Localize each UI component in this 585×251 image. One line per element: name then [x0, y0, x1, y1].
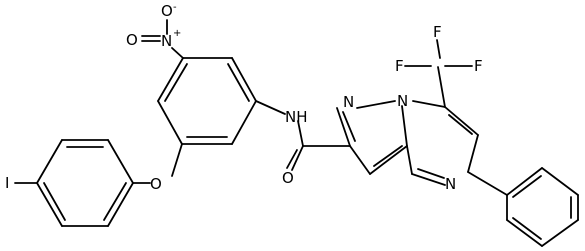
double-bond-inner: [512, 217, 542, 240]
atom-f3: F: [474, 57, 483, 75]
bond: [231, 57, 257, 102]
nitrophenyl-ring: [157, 57, 257, 145]
bond: [336, 107, 351, 147]
bond: [36, 182, 63, 227]
double-bond-inner: [164, 63, 188, 102]
bond-c-nh: [255, 100, 286, 115]
charge-minus: -: [173, 2, 177, 13]
double-bond-inner: [417, 168, 445, 179]
double-bond-inner: [448, 114, 473, 135]
bond: [157, 57, 184, 102]
bond: [541, 167, 579, 196]
bond: [36, 139, 63, 184]
bond-c-nitro: [171, 47, 184, 59]
phenyl-ring: [506, 167, 579, 247]
atom-nitro-oxygen-top: O: [161, 2, 173, 20]
charge-plus: +: [173, 28, 181, 39]
atom-ether-oxygen: O: [150, 175, 162, 193]
atom-f2: F: [433, 23, 442, 41]
bond: [444, 106, 479, 136]
bond: [412, 100, 446, 108]
atom-f1: F: [395, 57, 404, 75]
carbonyl-bond-2: [286, 149, 298, 169]
bond-nh-carbonyl: [297, 120, 304, 147]
bond: [401, 105, 408, 147]
bond: [356, 100, 396, 109]
double-bond-inner: [43, 182, 66, 221]
bond: [107, 139, 134, 184]
atom-pyrimidine-n: N: [445, 175, 456, 193]
bond: [541, 219, 579, 247]
atom-pyrazole-n: N: [343, 93, 354, 111]
atom-amide-oxygen: O: [282, 169, 294, 187]
double-bond-inner: [512, 175, 542, 198]
carbonyl-bond-1: [291, 145, 304, 171]
atom-nitro-oxygen-side: O: [126, 31, 138, 49]
bond-pyrimidine-phenyl: [467, 171, 508, 196]
bond: [157, 100, 183, 145]
bond-c-f2: [436, 39, 441, 59]
double-bond-inner: [227, 63, 250, 102]
atom-amide-nh: NH: [285, 108, 308, 126]
bond: [506, 219, 543, 247]
pyrimidine-ring: [406, 100, 479, 186]
bond: [369, 145, 408, 175]
bond: [231, 100, 257, 145]
bond: [506, 167, 543, 196]
iodophenyl-ring: [36, 139, 134, 227]
bond: [406, 145, 413, 175]
double-bond-inner: [342, 111, 356, 142]
double-bond-inner: [373, 145, 403, 167]
pyrazole-ring: [336, 100, 408, 175]
bond-o-c: [171, 143, 183, 177]
bond: [107, 182, 134, 227]
bond: [349, 145, 371, 175]
bond: [467, 134, 479, 173]
atom-nitro-nitrogen: N: [161, 32, 172, 50]
bond-c-cf3: [437, 66, 446, 108]
atom-iodine: I: [5, 174, 9, 192]
double-bond-inner: [103, 182, 127, 221]
atom-bridgehead-n: N: [397, 92, 408, 110]
bond: [411, 173, 446, 186]
